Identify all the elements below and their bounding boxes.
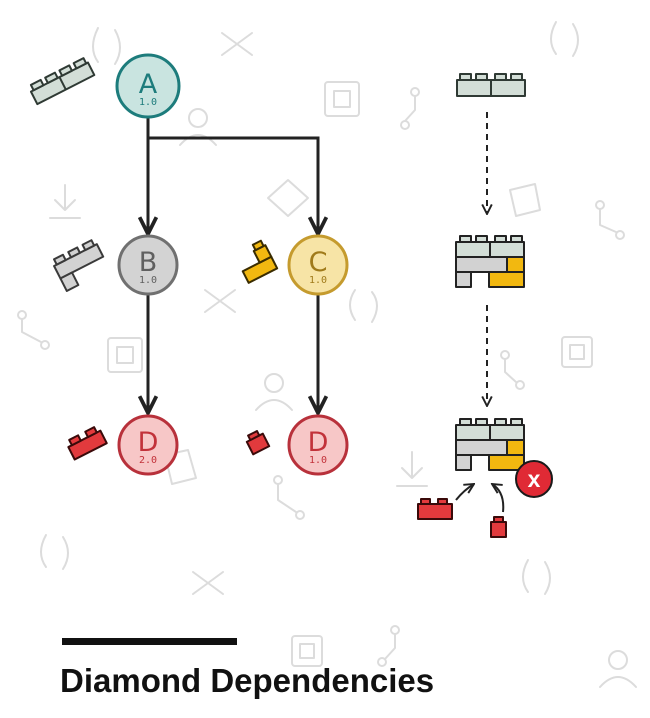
node-a-letter: A bbox=[139, 69, 158, 100]
download-icon bbox=[49, 184, 428, 487]
curved-arrow-right bbox=[492, 484, 505, 513]
build-step-2 bbox=[455, 235, 525, 288]
build-step-3 bbox=[455, 418, 525, 471]
conflict-mark: x bbox=[528, 466, 541, 492]
edge-a-to-c bbox=[148, 136, 318, 234]
conflict-badge: x bbox=[515, 460, 553, 498]
build-step-1 bbox=[456, 73, 526, 97]
document-icon bbox=[164, 179, 541, 485]
node-b-letter: B bbox=[139, 247, 158, 278]
node-c-letter: C bbox=[309, 247, 328, 278]
node-d-2-0: D 2.0 bbox=[117, 414, 179, 476]
node-a-version: 1.0 bbox=[139, 97, 157, 108]
shuffle-icon bbox=[192, 32, 253, 595]
page-title: Diamond Dependencies bbox=[60, 662, 434, 699]
node-d1-version: 1.0 bbox=[309, 455, 327, 466]
brick-b-icon bbox=[53, 239, 105, 292]
node-d2-letter: D bbox=[138, 427, 159, 458]
node-c: C 1.0 bbox=[287, 234, 349, 296]
curved-arrow-left bbox=[455, 484, 474, 501]
branch-icon bbox=[17, 87, 625, 667]
node-a: A 1.0 bbox=[115, 53, 181, 119]
incompatible-brick-1-0 bbox=[490, 516, 507, 538]
brick-c-icon bbox=[241, 239, 279, 284]
cycle-icon bbox=[40, 21, 579, 595]
node-b: B 1.0 bbox=[117, 234, 179, 296]
user-icon bbox=[179, 108, 637, 688]
brick-a-icon bbox=[29, 57, 96, 106]
node-d-1-0: D 1.0 bbox=[287, 414, 349, 476]
node-d2-version: 2.0 bbox=[139, 455, 157, 466]
node-c-version: 1.0 bbox=[309, 275, 327, 286]
brick-d2-icon bbox=[67, 426, 108, 461]
background-decoration bbox=[17, 21, 637, 688]
brick-d1-icon bbox=[245, 430, 271, 456]
node-b-version: 1.0 bbox=[139, 275, 157, 286]
dependency-edges bbox=[148, 117, 318, 413]
node-d1-letter: D bbox=[308, 427, 329, 458]
chip-icon bbox=[107, 81, 593, 667]
title-rule bbox=[62, 638, 237, 645]
incompatible-brick-2-0 bbox=[417, 498, 453, 520]
